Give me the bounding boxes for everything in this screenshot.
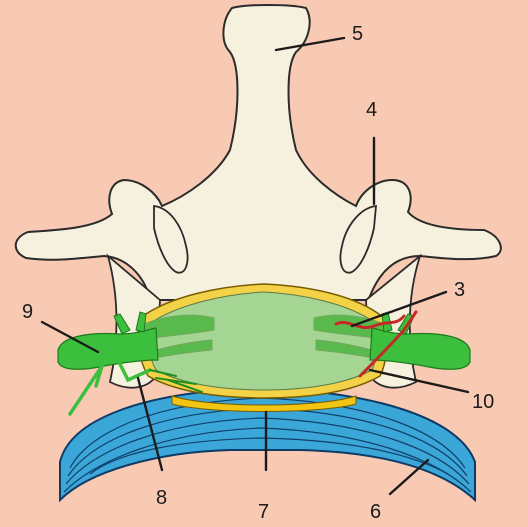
label-5: 5 [352, 23, 363, 45]
label-10: 10 [472, 391, 494, 413]
label-8: 8 [156, 487, 167, 509]
spinal-cord [149, 292, 376, 390]
label-7: 7 [258, 501, 269, 523]
label-4: 4 [366, 99, 377, 121]
label-6: 6 [370, 501, 381, 523]
label-9: 9 [22, 301, 33, 323]
label-3: 3 [454, 279, 465, 301]
